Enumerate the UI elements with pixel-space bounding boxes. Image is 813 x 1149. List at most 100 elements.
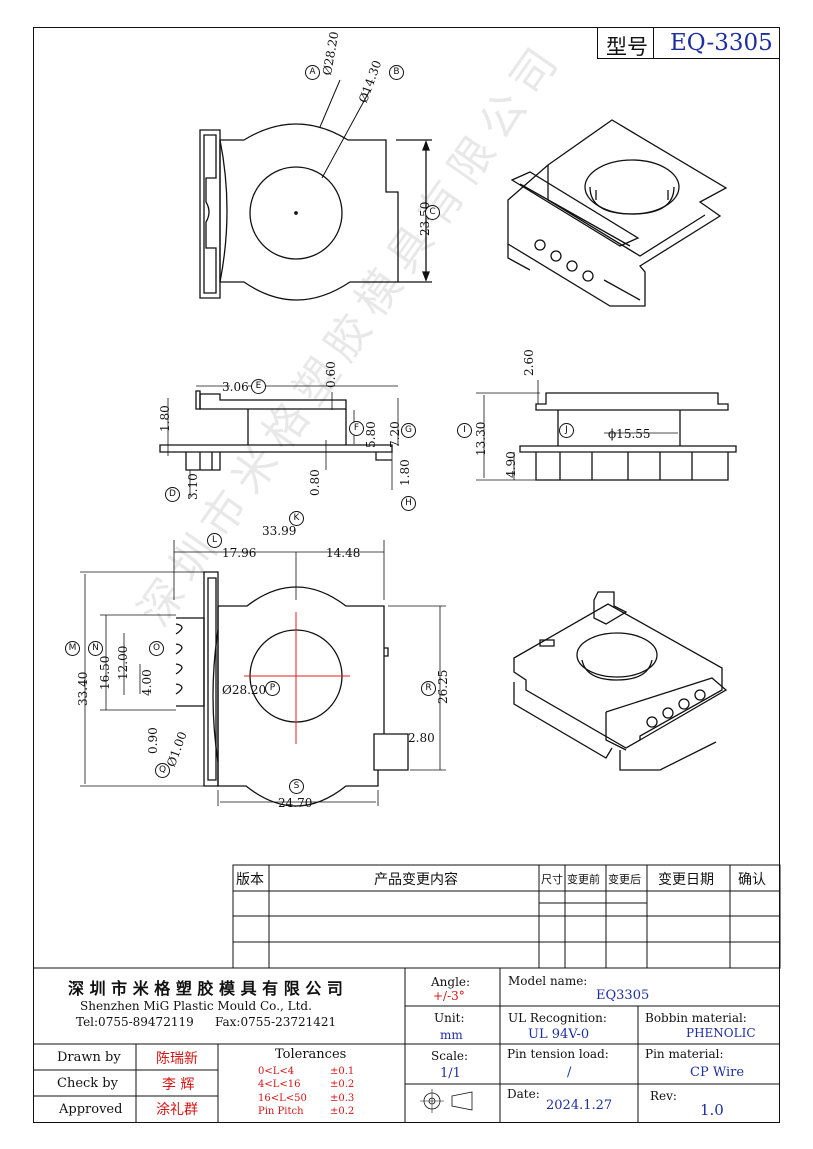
dim-h: 1.80 xyxy=(398,459,412,486)
tol-value-4: ±0.2 xyxy=(330,1106,355,1117)
tol-range-4: Pin Pitch xyxy=(258,1106,304,1117)
tol-value-1: ±0.1 xyxy=(330,1066,355,1077)
balloon-c: C xyxy=(425,205,440,220)
unit-label: Unit: xyxy=(434,1011,465,1025)
dim-l2: 14.48 xyxy=(326,546,361,560)
balloon-l: L xyxy=(207,533,222,548)
drawing-sheet xyxy=(33,27,780,1123)
balloon-i: I xyxy=(457,423,472,438)
dim-o2: 4.00 xyxy=(140,669,154,696)
dim-right-top: 2.60 xyxy=(522,349,536,376)
approved-label: Approved xyxy=(59,1102,123,1117)
dim-f: 5.80 xyxy=(364,421,378,448)
tol-range-1: 0<L<4 xyxy=(258,1066,295,1077)
balloon-s: S xyxy=(289,779,304,794)
type-label: 型号 xyxy=(606,35,648,59)
dim-m: 33.40 xyxy=(76,671,90,706)
model-name-label: Model name: xyxy=(508,974,588,988)
balloon-e: E xyxy=(251,379,266,394)
pin-material-value: CP Wire xyxy=(690,1065,745,1080)
balloon-b: B xyxy=(389,65,404,80)
tol-value-2: ±0.2 xyxy=(330,1079,355,1090)
dim-n: 16.50 xyxy=(98,655,112,690)
balloon-j: J xyxy=(559,423,574,438)
dim-k: 33.99 xyxy=(262,524,297,538)
ul-label: UL Recognition: xyxy=(508,1011,607,1025)
iso-view-top xyxy=(507,119,728,307)
drawn-by-label: Drawn by xyxy=(57,1050,121,1065)
dim-p: Ø28.20 xyxy=(222,683,267,697)
rev-header-content: 产品变更内容 xyxy=(374,872,458,888)
angle-label: Angle: xyxy=(431,975,471,989)
dim-l: 17.96 xyxy=(222,546,257,560)
tolerances-title: Tolerances xyxy=(275,1047,347,1062)
tol-value-3: ±0.3 xyxy=(330,1093,355,1104)
rev-value: 1.0 xyxy=(700,1101,724,1119)
bobbin-material-value: PHENOLIC xyxy=(686,1026,756,1040)
dim-left-h: 1.80 xyxy=(158,405,172,432)
balloon-k: K xyxy=(289,511,304,526)
model-name-value: EQ3305 xyxy=(596,988,650,1003)
check-by-label: Check by xyxy=(57,1076,118,1091)
front-view xyxy=(476,380,737,481)
dim-q1: 0.90 xyxy=(146,727,160,754)
balloon-a: A xyxy=(305,65,320,80)
dim-top-thk: 0.60 xyxy=(324,361,338,388)
pin-tension-value: / xyxy=(567,1065,572,1080)
company-name-en: Shenzhen MiG Plastic Mould Co., Ltd. xyxy=(80,999,312,1013)
dim-r2: 2.80 xyxy=(408,731,435,745)
balloon-n: N xyxy=(88,641,103,656)
company-fax: Fax:0755-23721421 xyxy=(215,1015,337,1029)
balloon-p: P xyxy=(265,681,280,696)
rev-header-date: 变更日期 xyxy=(658,872,714,888)
balloon-g: G xyxy=(401,423,416,438)
tol-range-2: 4<L<16 xyxy=(258,1079,301,1090)
dim-i: 13.30 xyxy=(474,421,488,456)
check-by-name: 李 辉 xyxy=(162,1077,195,1093)
balloon-f: F xyxy=(349,421,364,436)
pin-tension-label: Pin tension load: xyxy=(507,1047,609,1061)
dim-g: 7.20 xyxy=(388,421,402,448)
dim-o: 12.00 xyxy=(116,645,130,680)
company-tel: Tel:0755-89472119 xyxy=(76,1015,194,1029)
bobbin-material-label: Bobbin material: xyxy=(645,1011,747,1025)
rev-header-confirm: 确认 xyxy=(738,872,766,888)
angle-value: +/-3° xyxy=(433,989,465,1003)
company-name-cn: 深 圳 市 米 格 塑 胶 模 具 有 限 公 司 xyxy=(68,979,343,998)
dim-r: 26.25 xyxy=(436,669,450,704)
balloon-r: R xyxy=(421,681,436,696)
unit-value: mm xyxy=(440,1028,463,1042)
title-block-grid xyxy=(33,967,780,1123)
date-label: Date: xyxy=(507,1087,540,1101)
scale-label: Scale: xyxy=(431,1049,469,1063)
model-code-cell xyxy=(653,27,780,59)
plan-view xyxy=(80,540,446,807)
drawn-by-name: 陈瑞新 xyxy=(156,1051,198,1067)
iso-view-bottom xyxy=(513,591,728,771)
balloon-o: O xyxy=(149,641,164,656)
dim-right-bot: 4.90 xyxy=(504,451,518,478)
date-value: 2024.1.27 xyxy=(546,1098,613,1113)
rev-header-before: 变更前 xyxy=(567,873,600,886)
dim-d: 3.10 xyxy=(186,473,200,500)
approved-name: 涂礼群 xyxy=(156,1102,198,1118)
model-code: EQ-3305 xyxy=(670,30,773,56)
rev-label: Rev: xyxy=(650,1089,677,1103)
dim-s: 24.70 xyxy=(278,796,313,810)
balloon-m: M xyxy=(65,641,80,656)
side-view xyxy=(159,385,399,498)
pin-material-label: Pin material: xyxy=(645,1047,724,1061)
balloon-h: H xyxy=(401,496,416,511)
rev-header-size: 尺寸 xyxy=(541,873,563,886)
rev-header-version: 版本 xyxy=(236,872,264,888)
ul-value: UL 94V-0 xyxy=(528,1027,590,1042)
dim-bot-thk: 0.80 xyxy=(308,469,322,496)
balloon-q: Q xyxy=(155,763,170,778)
tol-range-3: 16<L<50 xyxy=(258,1093,307,1104)
dim-e: 3.06 xyxy=(222,380,249,394)
balloon-d: D xyxy=(165,487,180,502)
scale-value: 1/1 xyxy=(440,1066,461,1081)
dim-j: ϕ15.55 xyxy=(608,427,651,441)
rev-header-after: 变更后 xyxy=(608,873,641,886)
